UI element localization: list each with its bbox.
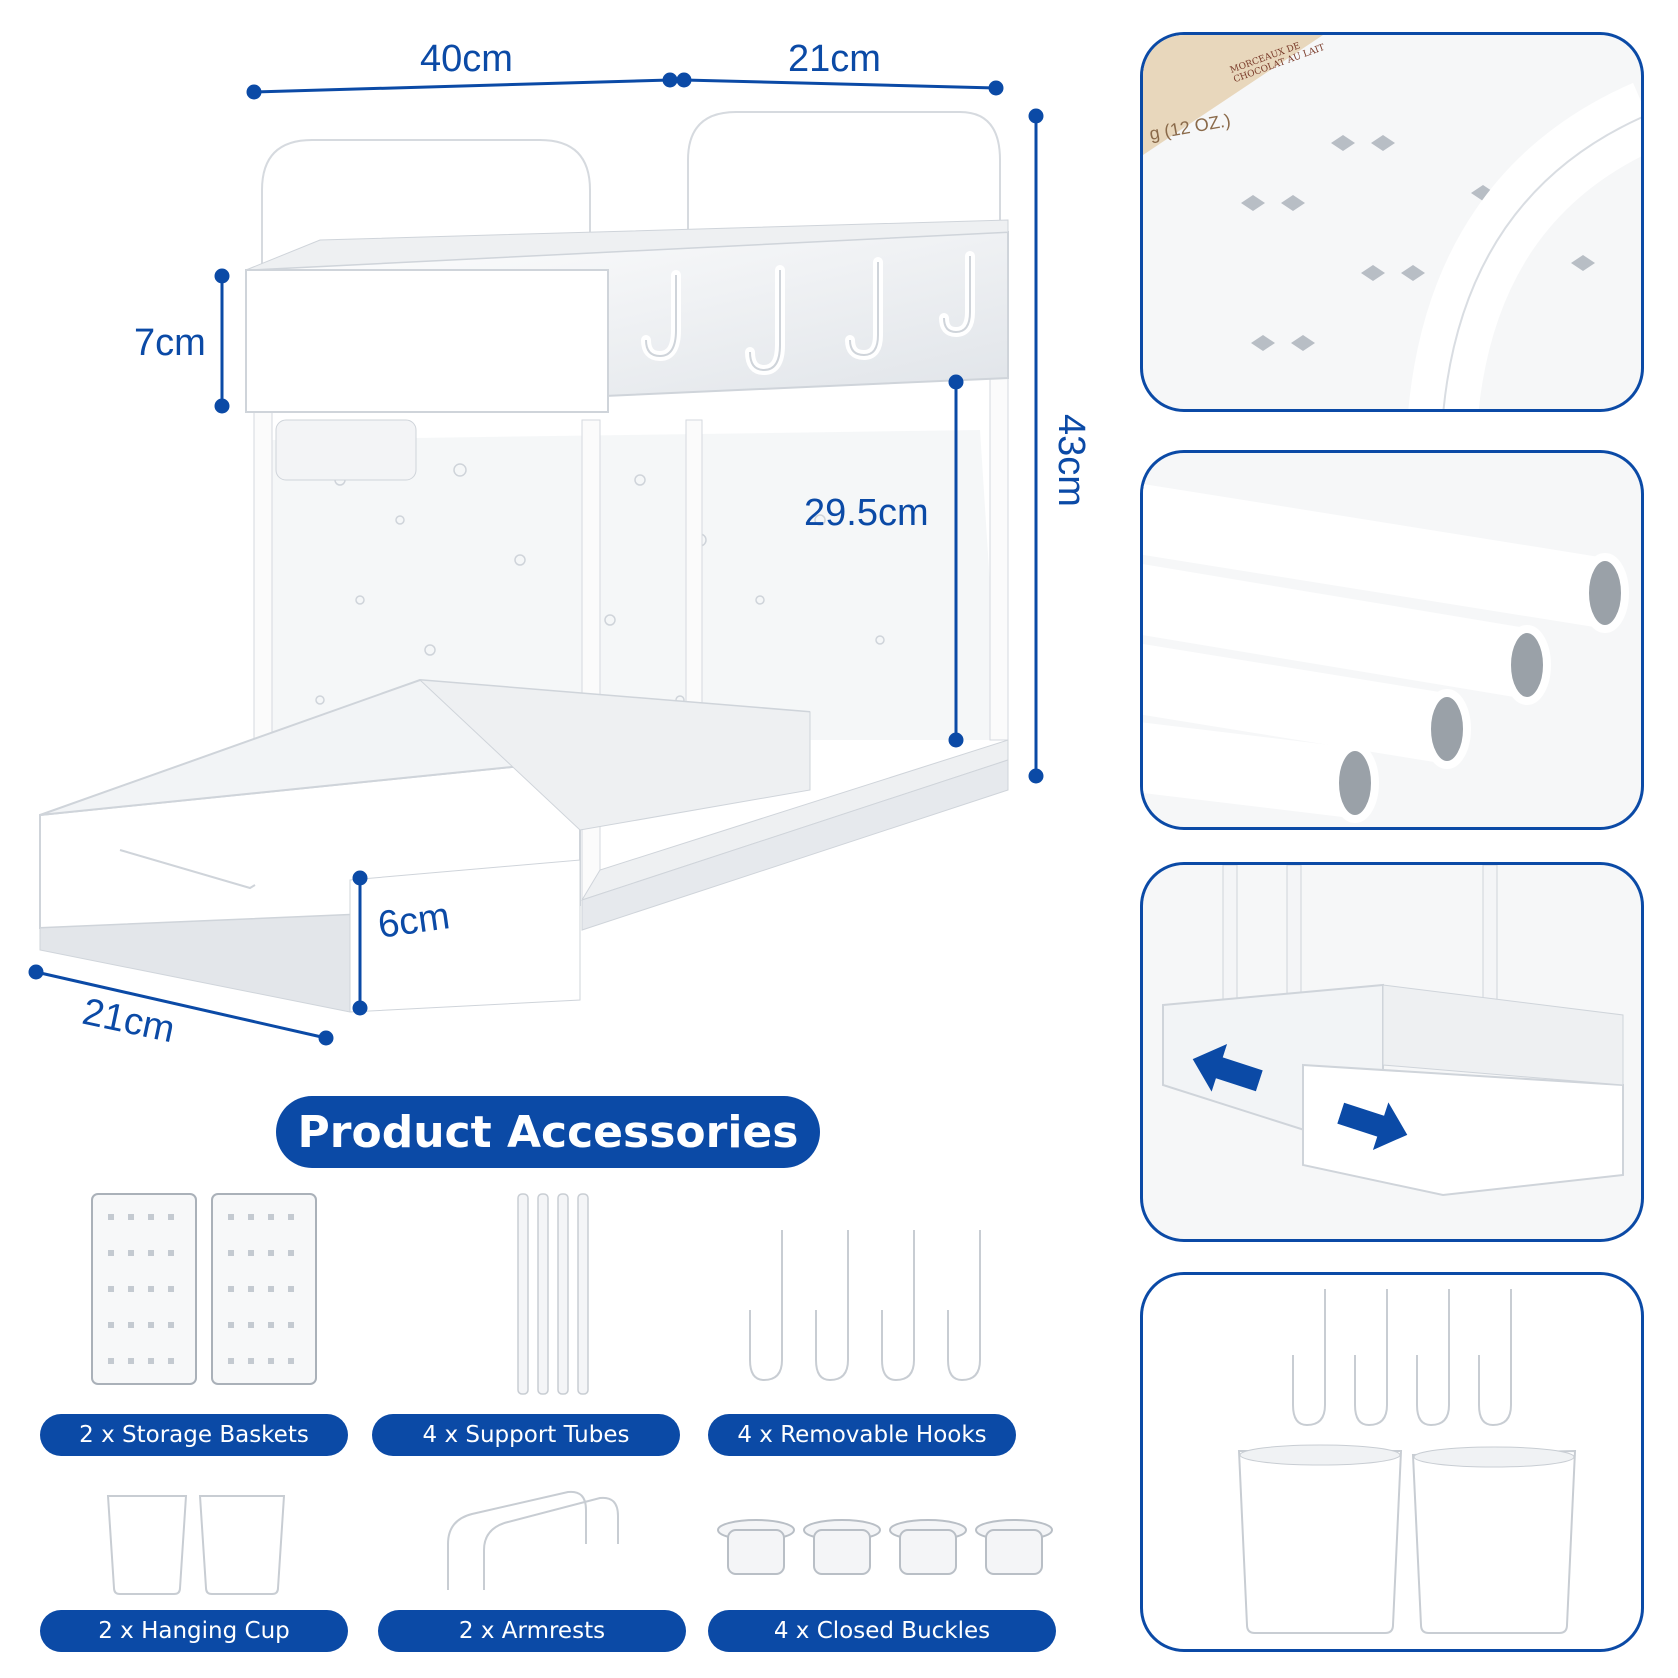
closed-buckles-image	[717, 1519, 1053, 1575]
accessory-label-hanging-cup: 2 x Hanging Cup	[40, 1610, 348, 1652]
detail-panel-hooks-cups	[1140, 1272, 1644, 1652]
sliding-drawers-image	[1162, 865, 1624, 1197]
detail-panel-sliding-drawers	[1140, 862, 1644, 1242]
dimension-depth-top: 21cm	[788, 38, 881, 80]
accessory-label-closed-buckles: 4 x Closed Buckles	[708, 1610, 1056, 1652]
accessories-heading: Product Accessories	[276, 1096, 820, 1168]
support-tubes-image	[517, 1193, 589, 1395]
accessory-label-storage-baskets: 2 x Storage Baskets	[40, 1414, 348, 1456]
dimension-inner-height: 29.5cm	[804, 492, 929, 534]
accessory-label-armrests: 2 x Armrests	[378, 1610, 686, 1652]
arrow-right-icon	[1337, 1102, 1408, 1150]
armrests-image	[443, 1486, 623, 1590]
storage-baskets-image	[91, 1193, 317, 1385]
hanging-cup-image	[106, 1495, 286, 1595]
removable-hooks-image	[743, 1223, 987, 1388]
perforated-surface-image	[1143, 35, 1641, 409]
organizer-drawing	[28, 72, 1044, 1046]
accessory-label-support-tubes: 4 x Support Tubes	[372, 1414, 680, 1456]
detail-panel-support-tubes	[1140, 450, 1644, 830]
tubes-closeup-image	[1143, 483, 1629, 823]
accessory-label-removable-hooks: 4 x Removable Hooks	[708, 1414, 1016, 1456]
detail-panel-perforated-surface: MORCEAUX DE CHOCOLAT AU LAIT g (12 OZ.)	[1140, 32, 1644, 412]
hooks-cups-image	[1237, 1282, 1577, 1634]
dimension-basket-height-top: 7cm	[134, 322, 206, 364]
product-illustration: 40cm 21cm 43cm 7cm 29.5cm 6cm 21cm	[0, 0, 1120, 1080]
arrow-left-icon	[1192, 1044, 1263, 1092]
dimension-width-top: 40cm	[420, 38, 513, 80]
dimension-height-total: 43cm	[1050, 414, 1092, 507]
